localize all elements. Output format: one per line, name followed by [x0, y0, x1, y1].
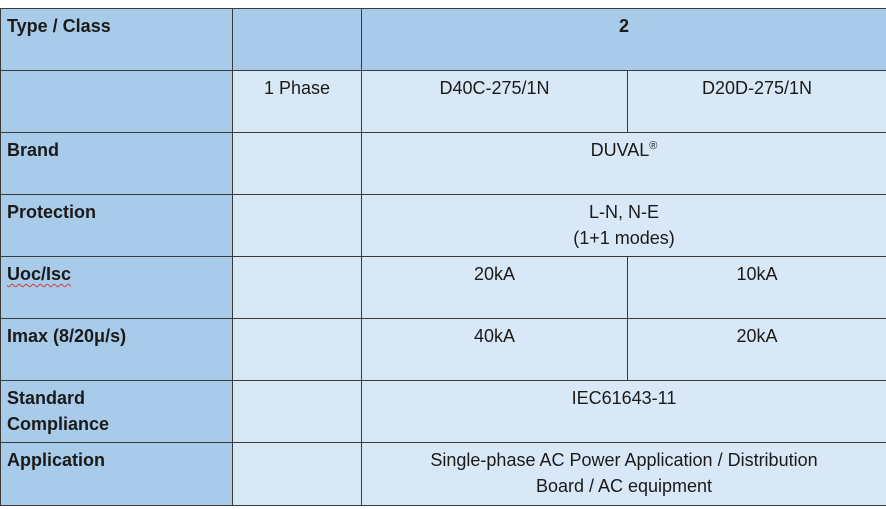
compliance-label-cell: Standard Compliance [0, 380, 233, 443]
application-line-2: Board / AC equipment [535, 476, 713, 496]
compliance-label-line-2: Compliance [7, 414, 110, 434]
imax-model-b: 20kA [626, 318, 886, 381]
protection-line-1: L-N, N-E [589, 202, 660, 222]
model-a-name: D40C-275/1N [361, 70, 628, 133]
brand-empty-cell [232, 132, 362, 195]
row-application: Application Single-phase AC Power Applic… [0, 442, 886, 506]
brand-value: DUVAL [590, 140, 650, 160]
uoc-isc-empty-cell [232, 256, 362, 319]
imax-label: Imax (8/20μ/s) [0, 318, 233, 381]
uoc-isc-label: Uoc/Isc [7, 264, 72, 284]
uoc-isc-model-b: 10kA [626, 256, 886, 319]
models-label-empty-cell [0, 70, 233, 133]
imax-empty-cell [232, 318, 362, 381]
protection-label: Protection [0, 194, 233, 257]
spec-table: Type / Class 2 1 Phase D40C-275/1N D20D-… [0, 8, 886, 506]
model-b-name: D20D-275/1N [626, 70, 886, 133]
row-type-class: Type / Class 2 [0, 8, 886, 71]
brand-label: Brand [0, 132, 233, 195]
row-compliance: Standard Compliance IEC61643-11 [0, 380, 886, 443]
protection-value-cell: L-N, N-E (1+1 modes) [360, 194, 886, 257]
protection-empty-cell [232, 194, 362, 257]
compliance-label-line-1: Standard [7, 388, 86, 408]
type-class-value: 2 [360, 8, 886, 71]
uoc-isc-model-a: 20kA [361, 256, 628, 319]
compliance-empty-cell [232, 380, 362, 443]
phase-cell: 1 Phase [232, 70, 362, 133]
row-brand: Brand DUVAL® [0, 132, 886, 195]
protection-line-2: (1+1 modes) [573, 228, 675, 248]
brand-value-cell: DUVAL® [360, 132, 886, 195]
application-value-cell: Single-phase AC Power Application / Dist… [360, 442, 886, 506]
type-class-empty-cell [232, 8, 362, 71]
row-models: 1 Phase D40C-275/1N D20D-275/1N [0, 70, 886, 133]
application-label: Application [0, 442, 233, 506]
row-uoc-isc: Uoc/Isc 20kA 10kA [0, 256, 886, 319]
registered-mark: ® [649, 140, 658, 152]
row-protection: Protection L-N, N-E (1+1 modes) [0, 194, 886, 257]
application-empty-cell [232, 442, 362, 506]
compliance-value: IEC61643-11 [360, 380, 886, 443]
imax-model-a: 40kA [361, 318, 628, 381]
uoc-isc-label-cell: Uoc/Isc [0, 256, 233, 319]
application-line-1: Single-phase AC Power Application / Dist… [430, 450, 818, 470]
type-class-label: Type / Class [0, 8, 233, 71]
row-imax: Imax (8/20μ/s) 40kA 20kA [0, 318, 886, 381]
